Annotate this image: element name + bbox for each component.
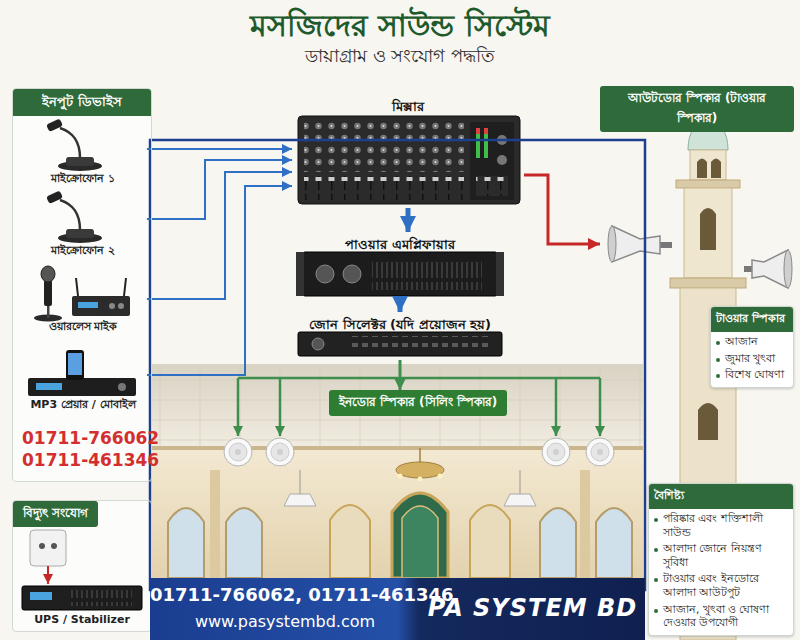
mixer-box: মিক্সার (292, 94, 524, 208)
power-amplifier (296, 252, 504, 296)
node-heading: পাওয়ার এমপ্লিফায়ার (345, 235, 455, 256)
node-heading: ইনপুট ডিভাইস (13, 89, 151, 116)
speaker-label: ইনডোর স্পিকার (সিলিং স্পিকার) (329, 390, 508, 416)
panel-ground (12, 88, 152, 482)
phone-number: 01711-461346 (22, 450, 159, 470)
desk-microphone (46, 118, 102, 171)
amplifier-box: পাওয়ার এমপ্লিফায়ার (298, 232, 502, 298)
node-text: জুমার খুৎবা (711, 349, 793, 366)
power-supply (22, 530, 142, 610)
horn-speaker (608, 226, 792, 288)
power-panel: বিদ্যুৎ সংযোগ (12, 500, 152, 632)
node-heading: মাইক্রোফোন ২ (51, 242, 115, 261)
subtitle: ডায়াগ্রাম ও সংযোগ পদ্ধতি (0, 42, 800, 73)
node-text: www.pasystembd.com (150, 612, 420, 631)
node-heading: মিক্সার (392, 97, 424, 118)
zone-selector (298, 332, 502, 356)
device-label: UPS / Stabilizer (12, 613, 152, 626)
mixer (298, 116, 520, 204)
wireless-microphone (34, 266, 130, 322)
node-text: আজান (711, 332, 793, 349)
node-heading: জোন সিলেক্টর (যদি প্রয়োজন হয়) (309, 315, 491, 336)
node-text: পরিষ্কার এবং শক্তিশালী সাউন্ড (649, 509, 793, 539)
node-text: বিশেষ ঘোষণা (711, 365, 793, 382)
node-heading: টাওয়ার স্পিকার (711, 307, 793, 332)
node-heading: বিদ্যুৎ সংযোগ (13, 501, 98, 527)
connector (147, 186, 292, 375)
node-text: আজান, খুৎবা ও ঘোষণা দেওয়ার উপযোগী (649, 600, 793, 630)
node-text: আলাদা জোনে নিয়ন্ত্রণ সুবিধা (649, 539, 793, 569)
node-heading: বৈশিষ্ট্য (649, 484, 793, 509)
device-panel: ইনপুট ডিভাইস মাইক্রোফোন ১ মাইক্রোফোন ২ ওয়া… (12, 88, 152, 482)
mosque-interior (152, 364, 643, 578)
input-device: মাইক্রোফোন ১ (19, 119, 147, 191)
node-heading: ইনডোর স্পিকার (সিলিং স্পিকার) (339, 393, 498, 413)
node-text: টাওয়ার এবং ইনডোরে আলাদা আউটপুট (649, 569, 793, 599)
connector (524, 175, 600, 244)
speaker-wire (238, 378, 600, 436)
outdoor-speaker-group: আউটডোর স্পিকার (টাওয়ার স্পিকার) (600, 86, 794, 296)
connector (406, 208, 411, 232)
feature-box: বৈশিষ্ট্যপরিষ্কার এবং শক্তিশালী সাউন্ডআল… (648, 483, 794, 636)
ceiling-speaker (224, 438, 614, 506)
connector (399, 360, 402, 390)
input-device: মাইক্রোফোন ২ (19, 191, 147, 263)
info-box: টাওয়ার স্পিকারআজানজুমার খুৎবাবিশেষ ঘোষণ… (710, 306, 794, 388)
zone-selector-box: জোন সিলেক্টর (যদি প্রয়োজন হয়) (294, 312, 506, 360)
connector (147, 160, 292, 219)
connector (147, 148, 292, 150)
contact-banner: 01711-766062, 01711-461346 www.pasystembd… (150, 578, 645, 640)
panel-ground (12, 500, 152, 632)
connector (398, 298, 403, 312)
node-heading: ওয়ারলেস মাইক (49, 318, 118, 337)
input-device: MP3 প্রেয়ার / মোবাইল (19, 349, 147, 417)
node-heading: 01711-766062, 01711-461346 (150, 584, 420, 605)
desk-microphone (46, 190, 102, 243)
node-heading: মাইক্রোফোন ১ (51, 170, 115, 189)
mp3-player (28, 350, 136, 396)
connector (147, 172, 292, 299)
phone-number: 01711-766062 (22, 428, 159, 448)
node-heading: MP3 প্রেয়ার / মোবাইল (30, 396, 135, 415)
input-device: ওয়ারলেস মাইক (19, 263, 147, 339)
node-text: PA SYSTEM BD (420, 594, 645, 622)
node-heading: আউটডোর স্পিকার (টাওয়ার স্পিকার) (600, 86, 794, 132)
